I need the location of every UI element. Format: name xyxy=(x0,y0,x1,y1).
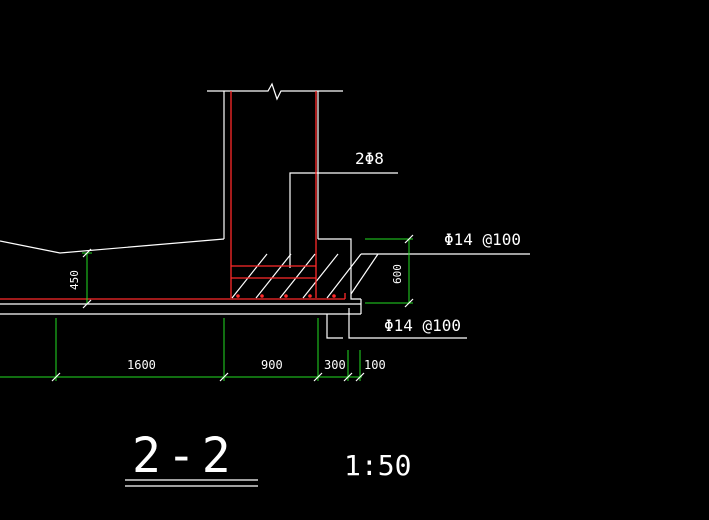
haunch-step xyxy=(318,238,361,300)
hatch-5 xyxy=(326,253,362,299)
tick xyxy=(82,248,92,258)
tick xyxy=(219,372,229,382)
rebar-dot xyxy=(260,294,264,298)
label-upper-phi14: Φ14 @100 xyxy=(444,230,521,249)
tick xyxy=(404,234,414,244)
tick xyxy=(404,298,414,308)
hatch-1 xyxy=(231,253,268,299)
leader-lower-phi14 xyxy=(348,308,467,339)
label-lower-phi14: Φ14 @100 xyxy=(384,316,461,335)
rebar-dot xyxy=(284,294,288,298)
dim-label-300: 300 xyxy=(324,358,346,372)
rebar-dot xyxy=(236,294,240,298)
hatch-2 xyxy=(255,253,292,299)
concrete-outline xyxy=(0,82,530,339)
dimension-ticks xyxy=(51,234,414,382)
tick xyxy=(355,372,365,382)
dim-label-450: 450 xyxy=(68,270,81,290)
hatch-6 xyxy=(350,253,379,295)
rebar-dot xyxy=(308,294,312,298)
hatch-3 xyxy=(279,253,316,299)
rebar-group xyxy=(0,91,346,300)
sloped-top-surface xyxy=(0,238,225,254)
tick xyxy=(343,372,353,382)
tick xyxy=(82,299,92,309)
sub-box xyxy=(326,314,343,339)
dim-label-1600: 1600 xyxy=(127,358,156,372)
dimension-lines xyxy=(0,238,413,381)
tick xyxy=(313,372,323,382)
label-2phi8: 2Φ8 xyxy=(355,149,384,168)
hatch-4 xyxy=(302,253,339,299)
rebar-dot xyxy=(332,294,336,298)
dim-label-600: 600 xyxy=(391,264,404,284)
break-line xyxy=(207,82,343,101)
leader-2phi8 xyxy=(289,172,398,268)
rebar-dots xyxy=(236,294,336,298)
drawing-scale: 1:50 xyxy=(344,449,411,482)
dim-label-100: 100 xyxy=(364,358,386,372)
section-title: 2-2 xyxy=(132,428,237,484)
tick xyxy=(51,372,61,382)
dim-label-900: 900 xyxy=(261,358,283,372)
